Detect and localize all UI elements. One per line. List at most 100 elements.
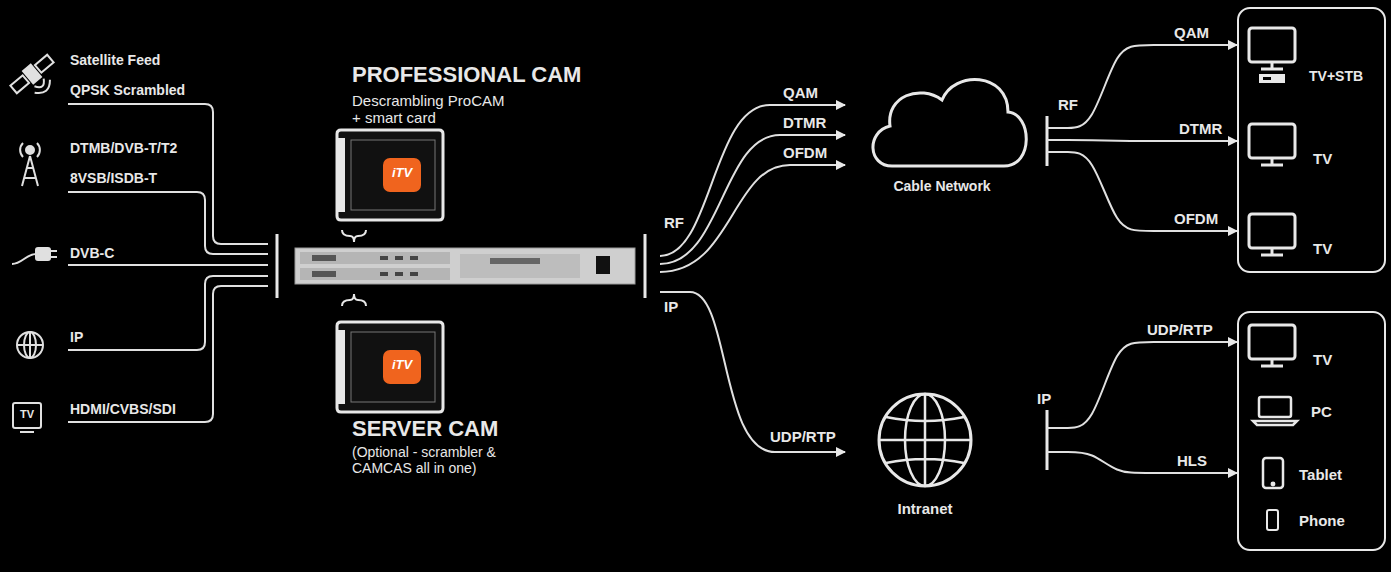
- node-label: iTV: [383, 166, 421, 181]
- connector-label: QAM: [1172, 24, 1211, 41]
- satellite-icon: [23, 65, 41, 84]
- card-shape: [337, 322, 443, 412]
- end-device: Phone: [1241, 508, 1371, 534]
- cloud-shape: [873, 79, 1026, 166]
- tv-input-icon: [13, 403, 41, 428]
- card-shape: [337, 322, 443, 412]
- antenna-icon: [20, 143, 23, 157]
- node-label: TV: [1313, 150, 1332, 167]
- tv-input-icon: [13, 403, 41, 432]
- headend-device: [596, 256, 610, 274]
- headend-device: [410, 272, 418, 276]
- tvstb-shape: [1249, 28, 1295, 83]
- cable-plug-icon: [12, 254, 36, 264]
- signal-label: RF: [1058, 96, 1078, 113]
- output-wire: [660, 292, 845, 452]
- cable-plug-icon: [36, 248, 50, 260]
- antenna-icon: [20, 143, 40, 186]
- cam-module: PROFESSIONAL CAMDescrambling ProCAM + sm…: [335, 62, 625, 224]
- node-label: Cable Network: [862, 178, 1022, 194]
- card-shape: [337, 130, 443, 220]
- headend-device: [300, 252, 450, 264]
- tv-shape: [1249, 124, 1295, 165]
- output-wire: [660, 165, 845, 272]
- signal-connector: [1047, 140, 1237, 141]
- input-wire: [68, 276, 268, 350]
- signal-connector: [1047, 45, 1237, 128]
- input-bracket: [276, 234, 279, 298]
- output-wire: [660, 105, 845, 452]
- card-shape: [337, 138, 345, 212]
- output-bracket: [644, 234, 647, 298]
- signal-connector: [1047, 342, 1237, 428]
- tv-shape: [1249, 325, 1295, 366]
- globe-shape: [879, 394, 971, 486]
- headend-device: [410, 256, 418, 260]
- end-device: TV: [1241, 325, 1341, 373]
- headend-device: [295, 248, 635, 284]
- globe-shape: [879, 394, 971, 486]
- tvstb-shape: [1249, 28, 1295, 62]
- output-wire: [660, 105, 845, 256]
- tv-input-icon: [20, 431, 34, 433]
- pc-shape: [1259, 397, 1291, 417]
- tablet-shape: [1272, 483, 1274, 485]
- ip-bracket: [1046, 410, 1049, 470]
- node-label: TV+STB: [1309, 68, 1363, 84]
- node-label: Tablet: [1299, 466, 1342, 483]
- pc-shape: [1253, 421, 1297, 425]
- output-wire: [660, 135, 845, 264]
- signal-label: DVB-C: [70, 245, 114, 261]
- card-shape: [337, 322, 443, 412]
- end-device: TV+STB: [1241, 28, 1381, 90]
- input-wire: [68, 286, 268, 422]
- node-label: TV: [1313, 240, 1332, 257]
- tv-shape: [1261, 158, 1283, 165]
- globe-shape: [879, 394, 971, 486]
- cam-slot-brace: [342, 294, 366, 306]
- headend-device: [490, 258, 540, 264]
- internet-globe: Intranet: [870, 390, 1047, 530]
- module-heading: PROFESSIONAL CAM: [352, 62, 581, 87]
- card-shape: [337, 330, 345, 404]
- satellite-icon: [35, 80, 54, 97]
- signal-label: IP: [70, 329, 83, 345]
- signal-label: IP: [1037, 390, 1051, 407]
- node-label: Phone: [1299, 512, 1345, 529]
- cable-plug-icon: [50, 251, 57, 257]
- input-wire: [68, 104, 268, 422]
- module-description: (Optional - scrambler & CAMCAS all in on…: [352, 444, 512, 476]
- signal-label: OFDM: [783, 144, 827, 161]
- end-device: PC: [1241, 395, 1341, 427]
- signal-label: RF: [664, 214, 684, 231]
- headend-device: [395, 256, 403, 260]
- tvstb-shape: [1261, 62, 1283, 69]
- card-shape: [351, 332, 435, 402]
- signal-label: UDP/RTP: [770, 428, 836, 445]
- node-label: iTV: [383, 358, 421, 373]
- cam-module: iTVSERVER CAM(Optional - scrambler & CAM…: [335, 322, 625, 479]
- cable-plug-icon: [12, 248, 57, 264]
- connector-label: HLS: [1175, 452, 1209, 469]
- tv-shape: [1261, 248, 1283, 255]
- signal-connector: [1047, 452, 1237, 473]
- input-wire: [68, 264, 268, 266]
- connector-label: DTMR: [1177, 120, 1224, 137]
- headend-device: [312, 255, 336, 261]
- card-shape: [337, 130, 443, 220]
- tvstb-shape: [1263, 77, 1271, 80]
- tv-shape: [1249, 214, 1295, 248]
- connector-label: OFDM: [1172, 210, 1220, 227]
- headend-device: [380, 272, 388, 276]
- signal-label: Satellite Feed: [70, 52, 160, 68]
- end-device: TV: [1241, 124, 1341, 172]
- phone-shape: [1267, 510, 1278, 530]
- node-label: Intranet: [870, 500, 980, 517]
- input-wire: [68, 104, 268, 244]
- satellite-icon: [34, 79, 46, 91]
- tv-shape: [1249, 124, 1295, 158]
- tv-shape: [1249, 214, 1295, 255]
